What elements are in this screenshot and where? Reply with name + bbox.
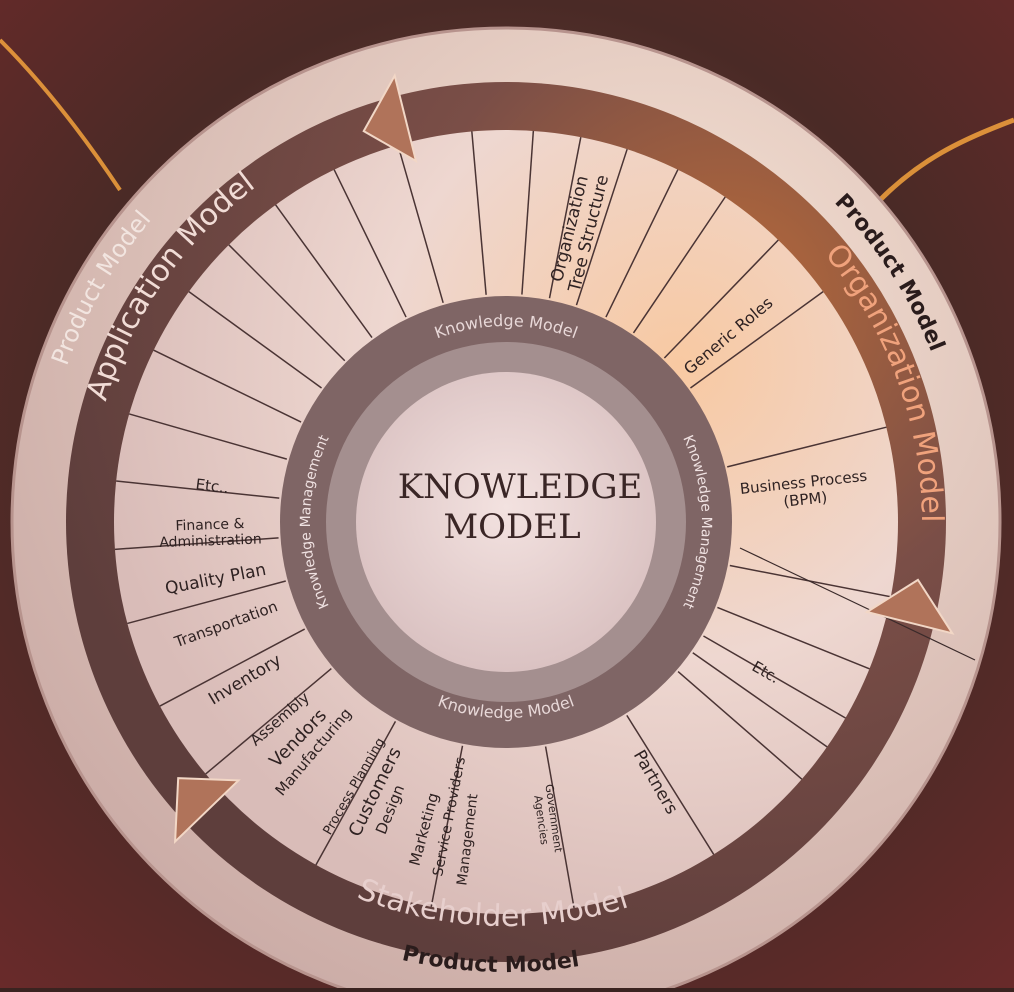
segment-divider bbox=[128, 413, 288, 460]
segment-divider bbox=[575, 148, 628, 306]
segment-divider bbox=[315, 721, 397, 866]
segment-divider bbox=[717, 606, 870, 670]
application-segment-10-text: Etc.. bbox=[195, 475, 230, 497]
segment-divider bbox=[228, 244, 346, 362]
segment-divider bbox=[626, 714, 715, 855]
center-disc bbox=[356, 372, 656, 672]
segment-divider bbox=[397, 144, 444, 304]
segment-divider bbox=[663, 239, 779, 359]
glow-line-left bbox=[0, 38, 122, 192]
glow-line-right bbox=[878, 117, 1014, 202]
segment-divider bbox=[677, 671, 803, 780]
application-segment-10: Etc.. bbox=[195, 475, 230, 497]
segment-divider bbox=[333, 169, 407, 318]
segment-divider bbox=[632, 196, 726, 334]
segment-divider bbox=[692, 652, 828, 748]
arrowhead-right-icon bbox=[864, 578, 955, 635]
segment-divider bbox=[605, 169, 679, 318]
application-segment-9: Finance &Administration bbox=[159, 516, 262, 551]
segment-divider bbox=[274, 204, 373, 338]
guide-line bbox=[739, 547, 976, 661]
cycle-arrows bbox=[173, 72, 955, 845]
segment-divider bbox=[153, 349, 302, 423]
decorative-glow-lines bbox=[0, 38, 1014, 202]
center-title-line2: MODEL bbox=[443, 507, 580, 547]
segment-divider bbox=[727, 426, 887, 468]
segment-divider bbox=[116, 480, 280, 499]
application-segment-9-text: Finance & bbox=[175, 516, 245, 534]
segment-divider bbox=[521, 130, 535, 295]
segment-divider bbox=[205, 667, 332, 775]
segment-divider bbox=[159, 628, 306, 707]
segment-divider bbox=[188, 290, 322, 389]
segment-divider bbox=[690, 290, 824, 389]
segment-dividers bbox=[114, 130, 976, 909]
segment-divider bbox=[471, 131, 487, 295]
segment-divider bbox=[127, 580, 286, 625]
organization-segment-2-text: (BPM) bbox=[782, 488, 828, 510]
segment-divider bbox=[548, 137, 582, 299]
segment-divider bbox=[703, 635, 846, 719]
segment-divider bbox=[114, 537, 279, 551]
arrowhead-left-icon bbox=[173, 777, 241, 845]
arrowhead-top-icon bbox=[362, 72, 418, 164]
application-segment-9-text: Administration bbox=[159, 531, 262, 551]
segment-divider bbox=[544, 746, 575, 909]
center-title-line1: KNOWLEDGE bbox=[398, 467, 643, 507]
segment-divider bbox=[430, 745, 464, 907]
